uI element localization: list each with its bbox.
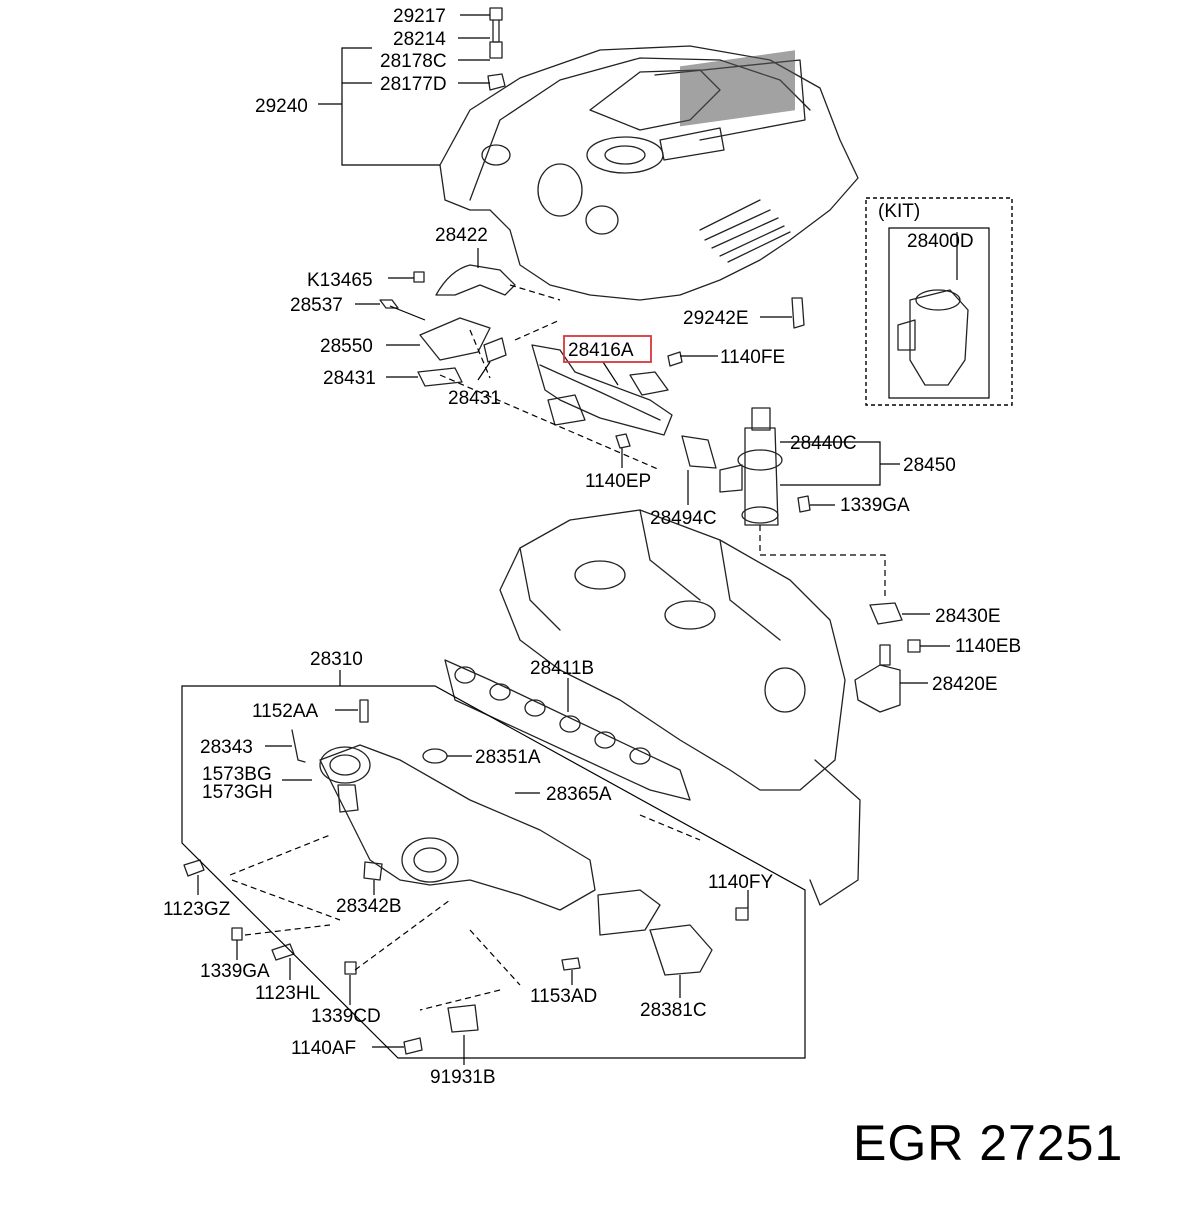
label-1153AD: 1153AD [530, 986, 597, 1007]
label-28431-left: 28431 [323, 368, 376, 389]
fasteners [183, 7, 921, 1055]
kit-box [865, 197, 1013, 406]
label-1339GA-top: 1339GA [840, 495, 910, 516]
label-K13465: K13465 [307, 270, 373, 291]
intake-manifold-drawing [291, 729, 713, 1033]
label-28177D: 28177D [380, 74, 447, 95]
label-1140AF: 1140AF [291, 1038, 356, 1059]
label-28420E: 28420E [932, 674, 998, 695]
label-1573GH: 1573GH [202, 782, 273, 803]
label-28310: 28310 [310, 649, 363, 670]
engine-cover-drawing [439, 45, 859, 301]
label-28450: 28450 [903, 455, 956, 476]
caption: EGR 27251 [853, 1115, 1123, 1171]
label-1123HL: 1123HL [255, 983, 320, 1004]
label-28431-right: 28431 [448, 388, 501, 409]
part-labels: 29217 28214 28178C 28177D 29240 28422 K1… [163, 6, 1021, 1088]
label-1140EP: 1140EP [585, 471, 651, 492]
label-28440C: 28440C [790, 433, 857, 454]
leader-lines [181, 14, 950, 1065]
label-28430E: 28430E [935, 606, 1001, 627]
label-28411B: 28411B [530, 658, 594, 679]
label-28537: 28537 [290, 295, 343, 316]
highlight-box-28416A [563, 335, 652, 363]
label-1140FY: 1140FY [708, 872, 773, 893]
label-1140EB: 1140EB [955, 636, 1021, 657]
label-29217: 29217 [393, 6, 446, 27]
label-28494C: 28494C [650, 508, 717, 529]
label-28365A: 28365A [546, 784, 612, 805]
egr-pipe-drawing [417, 264, 717, 469]
label-28400D: 28400D [907, 231, 974, 252]
label-28214: 28214 [393, 29, 446, 50]
label-91931B: 91931B [430, 1067, 496, 1088]
label-28550: 28550 [320, 336, 373, 357]
label-28416A: 28416A [568, 340, 634, 361]
label-1140FE: 1140FE [720, 347, 785, 368]
egr-valve-drawing [719, 407, 903, 713]
label-28178C: 28178C [380, 51, 447, 72]
label-28342B: 28342B [336, 896, 402, 917]
label-28351A: 28351A [475, 747, 541, 768]
label-1339GA-bottom: 1339GA [200, 961, 270, 982]
label-1339CD: 1339CD [311, 1006, 381, 1027]
label-29242E: 29242E [683, 308, 749, 329]
label-28381C: 28381C [640, 1000, 707, 1021]
label-1123GZ: 1123GZ [163, 899, 231, 920]
label-29240: 29240 [255, 96, 308, 117]
label-1573BG: 1573BG [202, 764, 272, 785]
label-28343: 28343 [200, 737, 253, 758]
label-1152AA: 1152AA [252, 701, 319, 722]
cylinder-head-drawing [444, 509, 861, 906]
label-28422: 28422 [435, 225, 488, 246]
kit-title: (KIT) [878, 201, 920, 222]
